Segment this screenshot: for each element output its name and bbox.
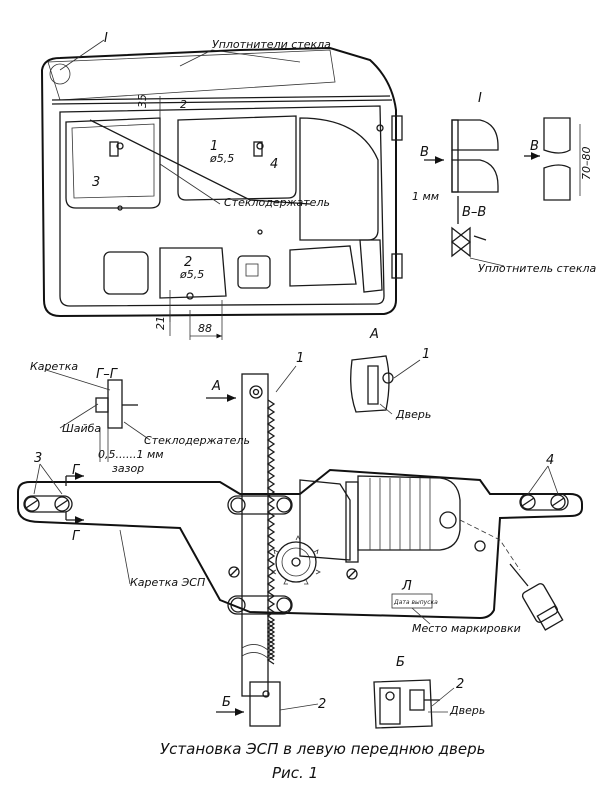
view-vv: В–В [462, 205, 486, 220]
door-view [40, 39, 403, 340]
figure-title: Установка ЭСП в левую переднюю дверь [160, 740, 485, 758]
esp-mechanism [17, 365, 583, 727]
view-gg: Г–Г [96, 367, 119, 382]
view-v-right: В [530, 139, 539, 154]
dim-88: 88 [198, 322, 212, 335]
view-g-bottom: Г [72, 529, 81, 544]
view-b-detail [373, 679, 455, 729]
callout-4-top: 4 [270, 157, 278, 172]
callout-2-b: 2 [456, 677, 464, 692]
view-v-left: В [420, 145, 429, 160]
callout-4-main: 4 [546, 453, 554, 468]
one-mm-label: 1 мм [412, 190, 439, 203]
view-i-label: I [104, 31, 108, 46]
callout-2-main: 2 [318, 697, 326, 712]
callout-1-top: 1 [210, 139, 218, 154]
callout-3-main: 3 [34, 451, 42, 466]
callout-3-top: 3 [92, 175, 100, 190]
view-a-detail [350, 355, 421, 415]
marking-place-label: Место маркировки [412, 622, 521, 635]
section-gg [45, 369, 151, 462]
view-i-detail: I [478, 91, 482, 106]
carriage-label: Каретка [30, 360, 78, 373]
door-label-b: Дверь [449, 704, 485, 717]
carriage-esp-label: Каретка ЭСП [130, 576, 205, 589]
gap-label: зазор [112, 462, 144, 475]
hole-1-dim: ø5,5 [209, 152, 234, 165]
callout-1-main: 1 [296, 351, 304, 366]
view-b-title: Б [396, 655, 405, 670]
marking-view-tag: Л [401, 579, 412, 594]
dim-70-80: 70–80 [580, 147, 593, 181]
marking-small-text: Дата выпуска [393, 599, 438, 606]
glass-holder2-label: Стеклодержатель [144, 434, 250, 447]
washer-label: Шайба [62, 422, 101, 435]
dim-21: 21 [154, 316, 167, 330]
detail-i [424, 117, 581, 267]
door-label-a: Дверь [395, 408, 431, 421]
glass-seal-label: Уплотнитель стекла [478, 262, 596, 275]
view-g-top: Г [72, 463, 81, 478]
glass-seals-label: Уплотнители стекла [212, 38, 331, 51]
glass-holder-label: Стеклодержатель [224, 196, 330, 209]
callout-1-a: 1 [422, 347, 430, 362]
gap-value: 0,5......1 мм [98, 448, 164, 461]
dim-35: 35 [136, 94, 149, 108]
view-a-arrow-label: А [211, 379, 221, 394]
view-a-title: А [369, 327, 379, 342]
dim-2: 2 [180, 98, 187, 111]
callout-2-top: 2 [184, 255, 192, 270]
figure-number: Рис. 1 [272, 764, 318, 782]
hole-2-dim: ø5,5 [179, 268, 204, 281]
view-b-arrow-label: Б [222, 695, 231, 710]
